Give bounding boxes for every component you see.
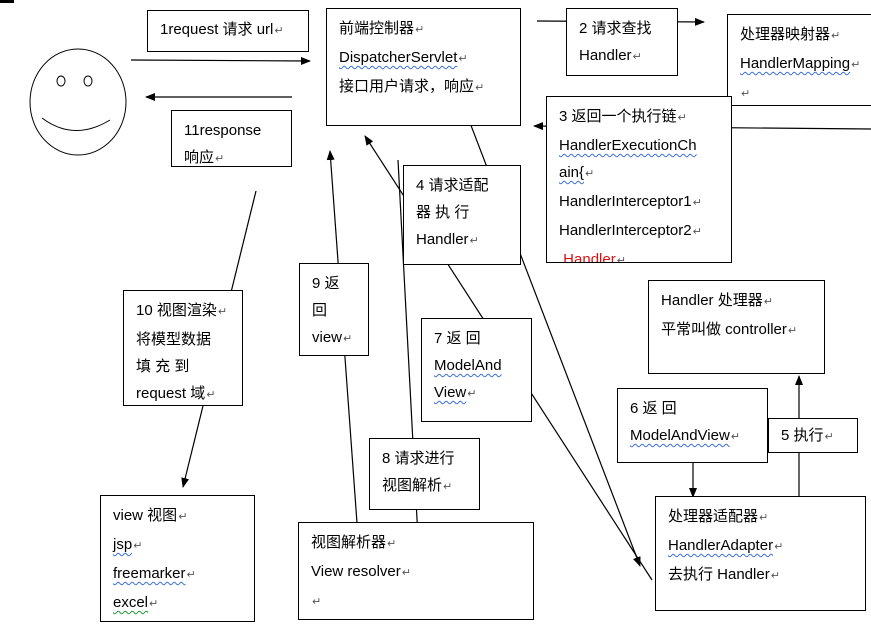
corner-mark	[0, 0, 14, 3]
view-render-box: 10 视图渲染↵ 将模型数据 填 充 到 request 域↵	[123, 290, 243, 406]
resolve-line-2: 视图解析↵	[382, 477, 453, 494]
arrow-request	[130, 56, 311, 65]
find-handler-line-2: Handler↵	[579, 47, 642, 64]
dispatcher-line-1: 前端控制器↵	[339, 20, 425, 37]
view-line-1: view 视图↵	[113, 507, 188, 524]
return-view-box: 9 返 回 view↵	[299, 263, 369, 356]
request-adapt-box: 4 请求适配 器 执 行 Handler↵	[403, 165, 521, 265]
return-mav6-box: 6 返 回 ModelAndView↵	[617, 388, 768, 463]
adapter-line-3: 去执行 Handler↵	[668, 566, 780, 583]
exec-chain-line-4: HandlerInterceptor1↵	[559, 193, 702, 210]
render-line-2: 将模型数据	[136, 331, 212, 348]
view-box: view 视图↵ jsp↵ freemarker↵ excel↵	[100, 495, 255, 622]
execution-chain-box: 3 返回一个执行链↵ HandlerExecutionCh ain{↵ Hand…	[546, 96, 732, 263]
handler-line-2: 平常叫做 controller↵	[661, 321, 798, 338]
return-view-line-2: 回	[312, 302, 328, 319]
view-line-3: freemarker↵	[113, 565, 196, 582]
request-box: 1request 请求 url↵	[147, 10, 309, 52]
adapt-line-2: 器 执 行	[416, 204, 470, 221]
return-mav6-line-1: 6 返 回	[630, 400, 677, 417]
adapter-line-1: 处理器适配器↵	[668, 508, 769, 525]
view-resolver-box: 视图解析器↵ View resolver↵ ↵	[298, 522, 534, 620]
adapt-line-3: Handler↵	[416, 231, 479, 248]
handler-adapter-box: 处理器适配器↵ HandlerAdapter↵ 去执行 Handler↵	[655, 496, 866, 611]
resolve-request-box: 8 请求进行 视图解析↵	[369, 438, 480, 510]
dispatcher-line-3: 接口用户请求，响应↵	[339, 78, 485, 95]
response-line-1: 11response	[184, 122, 262, 139]
execute-box: 5 执行↵	[768, 418, 858, 453]
resolver-line-1: 视图解析器↵	[311, 534, 397, 551]
exec-chain-line-6: Handler↵	[563, 251, 626, 263]
return-mav7-box: 7 返 回 ModelAnd View↵	[421, 318, 532, 422]
find-handler-line-1: 2 请求查找	[579, 20, 652, 37]
return-mav7-line-1: 7 返 回	[434, 330, 481, 347]
render-line-4: request 域↵	[136, 385, 216, 402]
handler-box: Handler 处理器↵ 平常叫做 controller↵	[648, 280, 825, 374]
exec-chain-line-2: HandlerExecutionCh	[559, 137, 697, 154]
exec-chain-line-1: 3 返回一个执行链↵	[559, 108, 687, 125]
dispatcher-line-2: DispatcherServlet↵	[339, 49, 468, 66]
return-view-line-3: view↵	[312, 329, 353, 346]
handler-mapping-line-1: 处理器映射器↵	[740, 26, 841, 43]
handler-mapping-box: 处理器映射器↵ HandlerMapping↵ ↵	[727, 14, 871, 106]
handler-mapping-line-2: HandlerMapping↵	[740, 55, 861, 72]
find-handler-box: 2 请求查找 Handler↵	[566, 8, 678, 76]
response-line-2: 响应↵	[184, 149, 225, 166]
adapt-line-1: 4 请求适配	[416, 177, 489, 194]
handler-mapping-line-3: ↵	[741, 88, 751, 100]
render-line-1: 10 视图渲染↵	[136, 302, 228, 319]
request-label: 1request 请求 url↵	[160, 21, 284, 38]
dispatcher-servlet-box: 前端控制器↵ DispatcherServlet↵ 接口用户请求，响应↵	[326, 8, 521, 126]
response-box: 11response 响应↵	[171, 110, 292, 167]
exec-chain-line-3: ain{↵	[559, 164, 595, 181]
return-mav7-line-3: View↵	[434, 384, 477, 401]
resolver-line-2: View resolver↵	[311, 563, 411, 580]
return-mav7-line-2: ModelAnd	[434, 357, 502, 374]
resolver-line-3: ↵	[312, 596, 322, 608]
execute-label: 5 执行↵	[781, 427, 834, 444]
view-line-4: excel↵	[113, 594, 159, 611]
render-line-3: 填 充 到	[136, 358, 190, 375]
return-view-line-1: 9 返	[312, 275, 340, 292]
user-smiley-icon	[29, 48, 127, 156]
exec-chain-line-5: HandlerInterceptor2↵	[559, 222, 702, 239]
return-mav6-line-2: ModelAndView↵	[630, 427, 741, 444]
view-line-2: jsp↵	[113, 536, 143, 553]
handler-line-1: Handler 处理器↵	[661, 292, 773, 309]
resolve-line-1: 8 请求进行	[382, 450, 455, 467]
adapter-line-2: HandlerAdapter↵	[668, 537, 784, 554]
